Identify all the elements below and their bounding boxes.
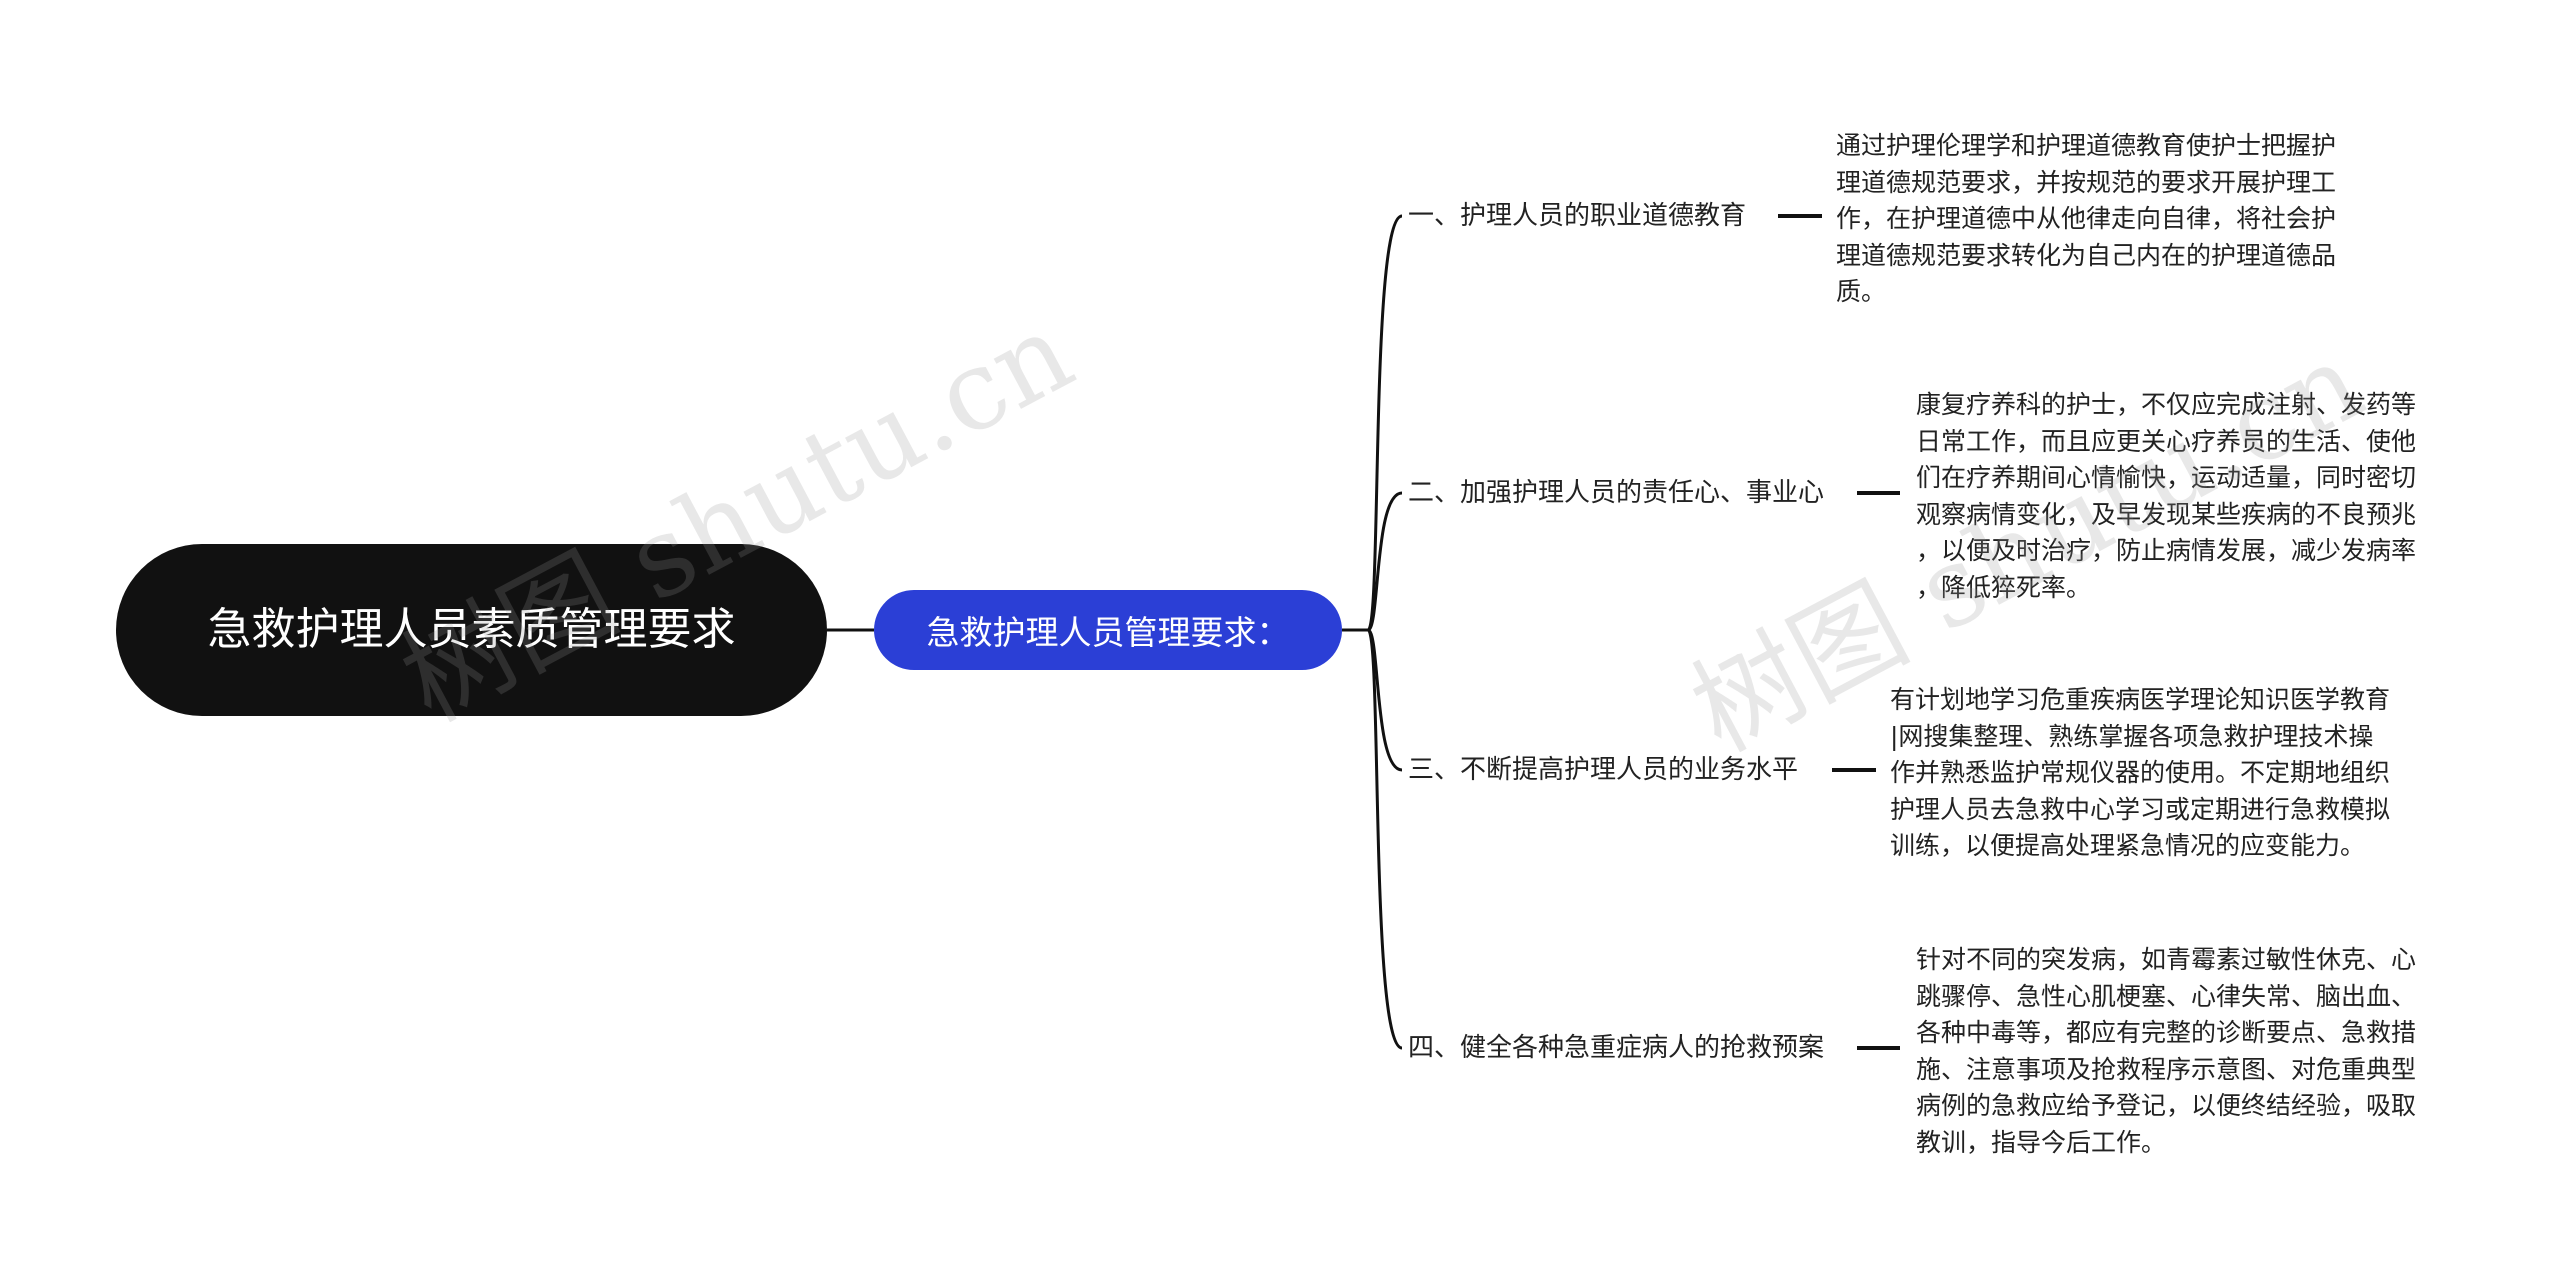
- branch-3-label[interactable]: 三、不断提高护理人员的业务水平: [1408, 755, 1799, 785]
- root-node[interactable]: 急救护理人员素质管理要求: [116, 544, 827, 716]
- branch-3-detail[interactable]: 有计划地学习危重疾病医学理论知识医学教育 |网搜集整理、熟练掌握各项急救护理技术…: [1890, 682, 2390, 865]
- detail-line: 各种中毒等，都应有完整的诊断要点、急救措: [1916, 1018, 2417, 1047]
- detail-line: 针对不同的突发病，如青霉素过敏性休克、心: [1916, 945, 2417, 974]
- detail-line: 病例的急救应给予登记，以便终结经验，吸取: [1916, 1091, 2417, 1120]
- branch-2-label[interactable]: 二、加强护理人员的责任心、事业心: [1408, 478, 1825, 508]
- detail-line: 跳骤停、急性心肌梗塞、心律失常、脑出血、: [1916, 981, 2417, 1011]
- detail-line: 护理人员去急救中心学习或定期进行急救模拟: [1890, 794, 2391, 824]
- detail-line: 作并熟悉监护常规仪器的使用。不定期地组织: [1890, 758, 2391, 787]
- detail-line: 理道德规范要求转化为自己内在的护理道德品: [1836, 240, 2337, 270]
- detail-line: 教训，指导今后工作。: [1916, 1127, 2167, 1157]
- central-topic-node[interactable]: 急救护理人员管理要求：: [874, 590, 1342, 670]
- detail-line: ，降低猝死率。: [1916, 572, 2092, 602]
- detail-line: 日常工作，而且应更关心疗养员的生活、使他: [1916, 426, 2417, 456]
- detail-line: ，以便及时治疗，防止病情发展，减少发病率: [1916, 536, 2417, 565]
- root-label: 急救护理人员素质管理要求: [207, 604, 736, 655]
- central-topic-label: 急救护理人员管理要求：: [926, 613, 1290, 652]
- branch-4-detail[interactable]: 针对不同的突发病，如青霉素过敏性休克、心 跳骤停、急性心肌梗塞、心律失常、脑出血…: [1916, 942, 2416, 1161]
- detail-line: 观察病情变化，及早发现某些疾病的不良预兆: [1916, 499, 2417, 529]
- branch-2-connector: [1366, 491, 1403, 632]
- detail-line: |网搜集整理、熟练掌握各项急救护理技术操: [1890, 721, 2374, 751]
- detail-line: 有计划地学习危重疾病医学理论知识医学教育: [1890, 685, 2391, 714]
- detail-line: 训练，以便提高处理紧急情况的应变能力。: [1890, 831, 2366, 860]
- detail-line: 理道德规范要求，并按规范的要求开展护理工: [1836, 167, 2337, 197]
- branch-1-label[interactable]: 一、护理人员的职业道德教育: [1408, 201, 1747, 231]
- detail-line: 施、注意事项及抢救程序示意图、对危重典型: [1916, 1054, 2417, 1084]
- branch-1-connector: [1366, 214, 1403, 632]
- detail-line: 质。: [1836, 277, 1887, 306]
- detail-line: 通过护理伦理学和护理道德教育使护士把握护: [1836, 131, 2337, 160]
- detail-line: 康复疗养科的护士，不仅应完成注射、发药等: [1916, 390, 2417, 419]
- branch-1-detail[interactable]: 通过护理伦理学和护理道德教育使护士把握护 理道德规范要求，并按规范的要求开展护理…: [1836, 128, 2336, 311]
- branch-4-connector: [1366, 628, 1403, 1050]
- detail-line: 们在疗养期间心情愉快，运动适量，同时密切: [1916, 463, 2417, 492]
- branch-2-detail[interactable]: 康复疗养科的护士，不仅应完成注射、发药等 日常工作，而且应更关心疗养员的生活、使…: [1916, 387, 2416, 606]
- branch-4-label[interactable]: 四、健全各种急重症病人的抢救预案: [1408, 1033, 1825, 1063]
- detail-line: 作，在护理道德中从他律走向自律，将社会护: [1836, 204, 2337, 233]
